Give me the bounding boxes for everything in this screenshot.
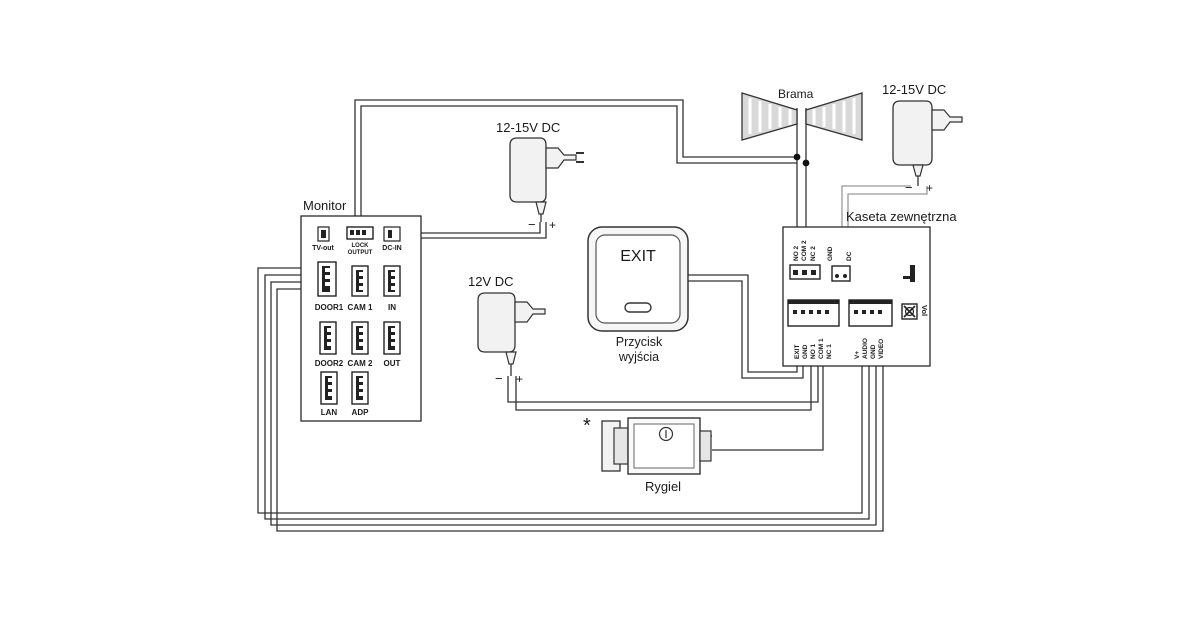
psu-camera-label: 12-15V DC <box>882 82 946 97</box>
lock-label: Rygiel <box>645 479 681 494</box>
tvout-label: TV-out <box>312 245 334 252</box>
adp-connector <box>351 371 369 405</box>
lock-asterisk: * <box>583 415 591 437</box>
psu-lock-plus: + <box>516 372 523 386</box>
lock-bolt: * Rygiel <box>583 415 712 494</box>
cam1-label: CAM 1 <box>348 303 373 312</box>
psu-lock-label: 12V DC <box>468 274 514 289</box>
exit-caption-1: Przycisk <box>616 335 663 349</box>
cam-pin-nc1: NC 1 <box>826 344 833 359</box>
door2-connector <box>319 321 337 355</box>
camera-label: Kaseta zewnętrzna <box>846 209 957 224</box>
door1-label: DOOR1 <box>315 303 344 312</box>
psu-camera: 12-15V DC − + <box>882 82 963 195</box>
cam-pin-gnd2: GND <box>870 344 877 359</box>
cam2-label: CAM 2 <box>348 359 373 368</box>
out-connector <box>383 321 401 355</box>
cam-pin-no1: NO 1 <box>810 343 817 359</box>
out-label: OUT <box>384 359 401 368</box>
gate-label: Brama <box>778 87 814 101</box>
cam-pin-audio: AUDIO <box>862 338 869 359</box>
cam-pin-com2: COM 2 <box>801 240 808 261</box>
cam-vol-label: Vol <box>920 305 929 316</box>
cam-pin-gnd-top: GND <box>827 246 834 261</box>
lan-label: LAN <box>321 408 338 417</box>
monitor-title: Monitor <box>303 198 347 213</box>
monitor: Monitor TV-out LOCK OUTPUT DC-IN DOOR1 C… <box>300 198 422 422</box>
psu-monitor-label: 12-15V DC <box>496 120 560 135</box>
camera-body <box>782 226 931 367</box>
cam-pin-gnd1: GND <box>802 344 809 359</box>
lan-connector <box>320 371 338 405</box>
camera-unit: Kaseta zewnętrzna NO 2 COM 2 NC 2 GND DC… <box>782 209 957 367</box>
door1-connector <box>317 261 337 297</box>
psu-lock-minus: − <box>495 371 503 386</box>
psu-monitor-minus: − <box>528 217 536 232</box>
cam-pin-vplus: V+ <box>854 351 861 359</box>
psu-lock: 12V DC − + <box>468 274 546 386</box>
gate-junction-right <box>802 159 810 167</box>
psu-camera-plus: + <box>926 181 933 195</box>
cam1-connector <box>351 265 369 297</box>
exit-button-led <box>624 302 652 313</box>
wires <box>257 99 928 532</box>
adp-label: ADP <box>352 408 370 417</box>
dcin-label: DC-IN <box>382 245 401 252</box>
cam-dc-connector <box>831 265 851 282</box>
cam-pin-nc2: NC 2 <box>810 246 817 261</box>
cam-pin-com1: COM 1 <box>818 338 825 359</box>
cam-pin-exit: EXIT <box>794 345 801 359</box>
lock-output-label-2: OUTPUT <box>348 250 373 256</box>
gate: Brama <box>741 87 863 167</box>
cam-pin-video: VIDEO <box>878 339 885 359</box>
gate-junction-left <box>793 153 801 161</box>
door2-label: DOOR2 <box>315 359 344 368</box>
psu-monitor-plus: + <box>549 218 556 232</box>
in-label: IN <box>388 303 396 312</box>
cam2-connector <box>351 321 369 355</box>
psu-camera-minus: − <box>905 180 913 195</box>
cam-pin-no2: NO 2 <box>793 245 800 261</box>
lock-output-label-1: LOCK <box>352 243 370 249</box>
exit-button: EXIT Przycisk wyjścia <box>587 226 689 364</box>
cam-dc-label: DC <box>846 251 853 261</box>
in-connector <box>383 265 401 297</box>
exit-button-text: EXIT <box>620 248 656 265</box>
psu-monitor: 12-15V DC − + <box>496 120 584 232</box>
exit-caption-2: wyjścia <box>618 350 659 364</box>
